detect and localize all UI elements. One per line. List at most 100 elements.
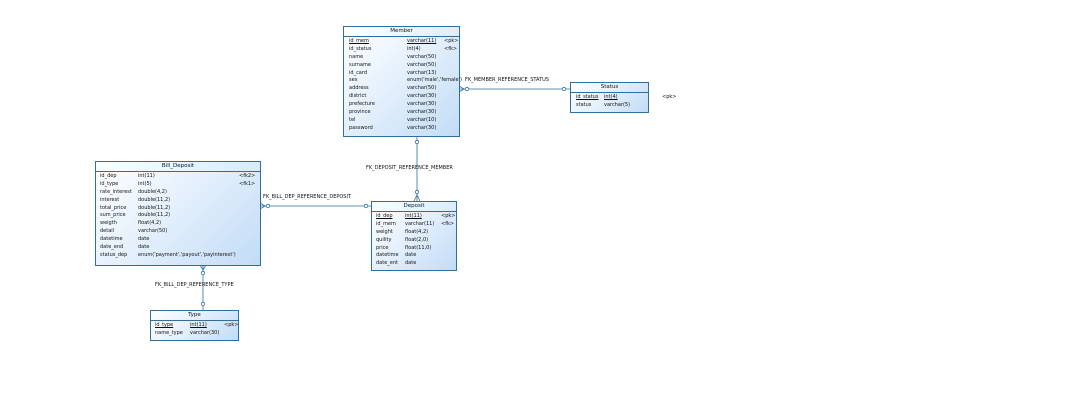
column-type: int(11) [405, 213, 422, 219]
column-name: district [349, 93, 367, 100]
column-type: varchar(10) [407, 116, 437, 123]
column-name: id_mem [349, 38, 369, 44]
entity-deposit[interactable]: Deposit id_dep int(11) <pk> id_mem varchar(1… [371, 201, 457, 271]
column-row: status_dep enum('payment','payout','payin… [98, 252, 260, 260]
column-name: date_end [100, 244, 124, 251]
column-name: datetime [100, 236, 123, 243]
column-type: varchar(13) [407, 69, 437, 76]
column-type: float(4,2) [138, 220, 162, 227]
column-name: date_ent [376, 260, 398, 267]
column-name: quility [376, 236, 392, 243]
optional-member-status [464, 86, 470, 92]
column-name: status [576, 101, 592, 108]
optional-bill-deposit [265, 203, 271, 209]
entity-title: Deposit [372, 202, 456, 212]
column-name: id_mem [376, 220, 396, 227]
column-row: id_mem varchar(11) <fk> [374, 221, 456, 229]
column-type: varchar(50) [407, 61, 437, 68]
column-type: int(4) [407, 45, 421, 52]
column-row: total_price double(11,2) [98, 205, 260, 213]
column-row: name varchar(50) [346, 54, 459, 62]
column-type: date [405, 260, 417, 267]
entity-title: Type [151, 311, 238, 321]
entity-columns: id_dep int(11) <pk> id_mem varchar(11) <fk> we… [372, 212, 456, 268]
label-fk-bill-deposit: FK_BILL_DEP_REFERENCE_DEPOSIT [263, 194, 352, 200]
column-key: <fk2> [239, 173, 256, 179]
column-name: total_price [100, 204, 127, 211]
column-name: id_status [576, 94, 599, 100]
column-key: <pk> [224, 322, 239, 328]
column-name: weight [376, 228, 393, 235]
column-row: tel varchar(10) [346, 117, 459, 125]
optional-deposit-member [414, 189, 420, 195]
column-name: province [349, 109, 371, 116]
column-type: varchar(11) [405, 220, 435, 227]
column-type: date [138, 236, 150, 243]
column-name: status_dep [100, 251, 128, 258]
column-key: <fk> [441, 220, 455, 227]
column-name: id_status [349, 45, 372, 52]
column-type: varchar(50) [138, 228, 168, 235]
label-fk-bill-type: FK_BILL_DEP_REFERENCE_TYPE [155, 282, 234, 288]
column-type: double(4,2) [138, 188, 167, 195]
optional-status-member [561, 86, 567, 92]
optional-deposit-bill [363, 203, 369, 209]
crowfoot-bill-type [199, 264, 207, 271]
column-type: int(5) [138, 180, 152, 187]
column-row: sum_price double(11,2) [98, 212, 260, 220]
column-type: date [138, 244, 150, 251]
entity-member[interactable]: Member id_mem varchar(11) <pk> id_status int… [343, 26, 462, 137]
optional-member-deposit [414, 139, 420, 145]
column-key: <pk> [441, 213, 456, 219]
column-key: <pk> [444, 38, 459, 44]
column-name: tel [349, 116, 356, 123]
column-name: name_type [155, 329, 183, 336]
column-name: name [349, 53, 364, 60]
column-row: status varchar(5) [573, 102, 648, 110]
entity-title: Bill_Deposit [96, 162, 260, 172]
column-row: datetime date [98, 236, 260, 244]
column-type: varchar(50) [407, 53, 437, 60]
column-type: int(4) [604, 94, 618, 100]
label-fk-deposit-member: FK_DEPOSIT_REFERENCE_MEMBER [366, 165, 453, 171]
column-name: sum_price [100, 212, 126, 219]
column-type: double(11,2) [138, 204, 171, 211]
column-name: id_type [100, 180, 119, 187]
column-type: enum('payment','payout','payinterest') [138, 251, 236, 258]
optional-type-bill [200, 301, 206, 307]
column-name: price [376, 244, 389, 251]
column-name: prefecture [349, 101, 375, 108]
column-name: surname [349, 61, 371, 68]
column-name: id_dep [376, 213, 393, 219]
column-row: surname varchar(50) [346, 62, 459, 70]
column-type: double(11,2) [138, 212, 171, 219]
column-name: id_dep [100, 173, 117, 179]
column-row: id_dep int(11) <fk2> [98, 173, 260, 181]
column-type: varchar(30) [407, 93, 437, 100]
crowfoot-member-status [458, 85, 465, 93]
column-type: int(11) [138, 173, 155, 179]
entity-title: Member [344, 27, 459, 37]
column-type: varchar(11) [407, 38, 437, 44]
column-name: interest [100, 196, 120, 203]
column-type: varchar(5) [604, 101, 631, 108]
crowfoot-deposit-member [413, 194, 421, 202]
